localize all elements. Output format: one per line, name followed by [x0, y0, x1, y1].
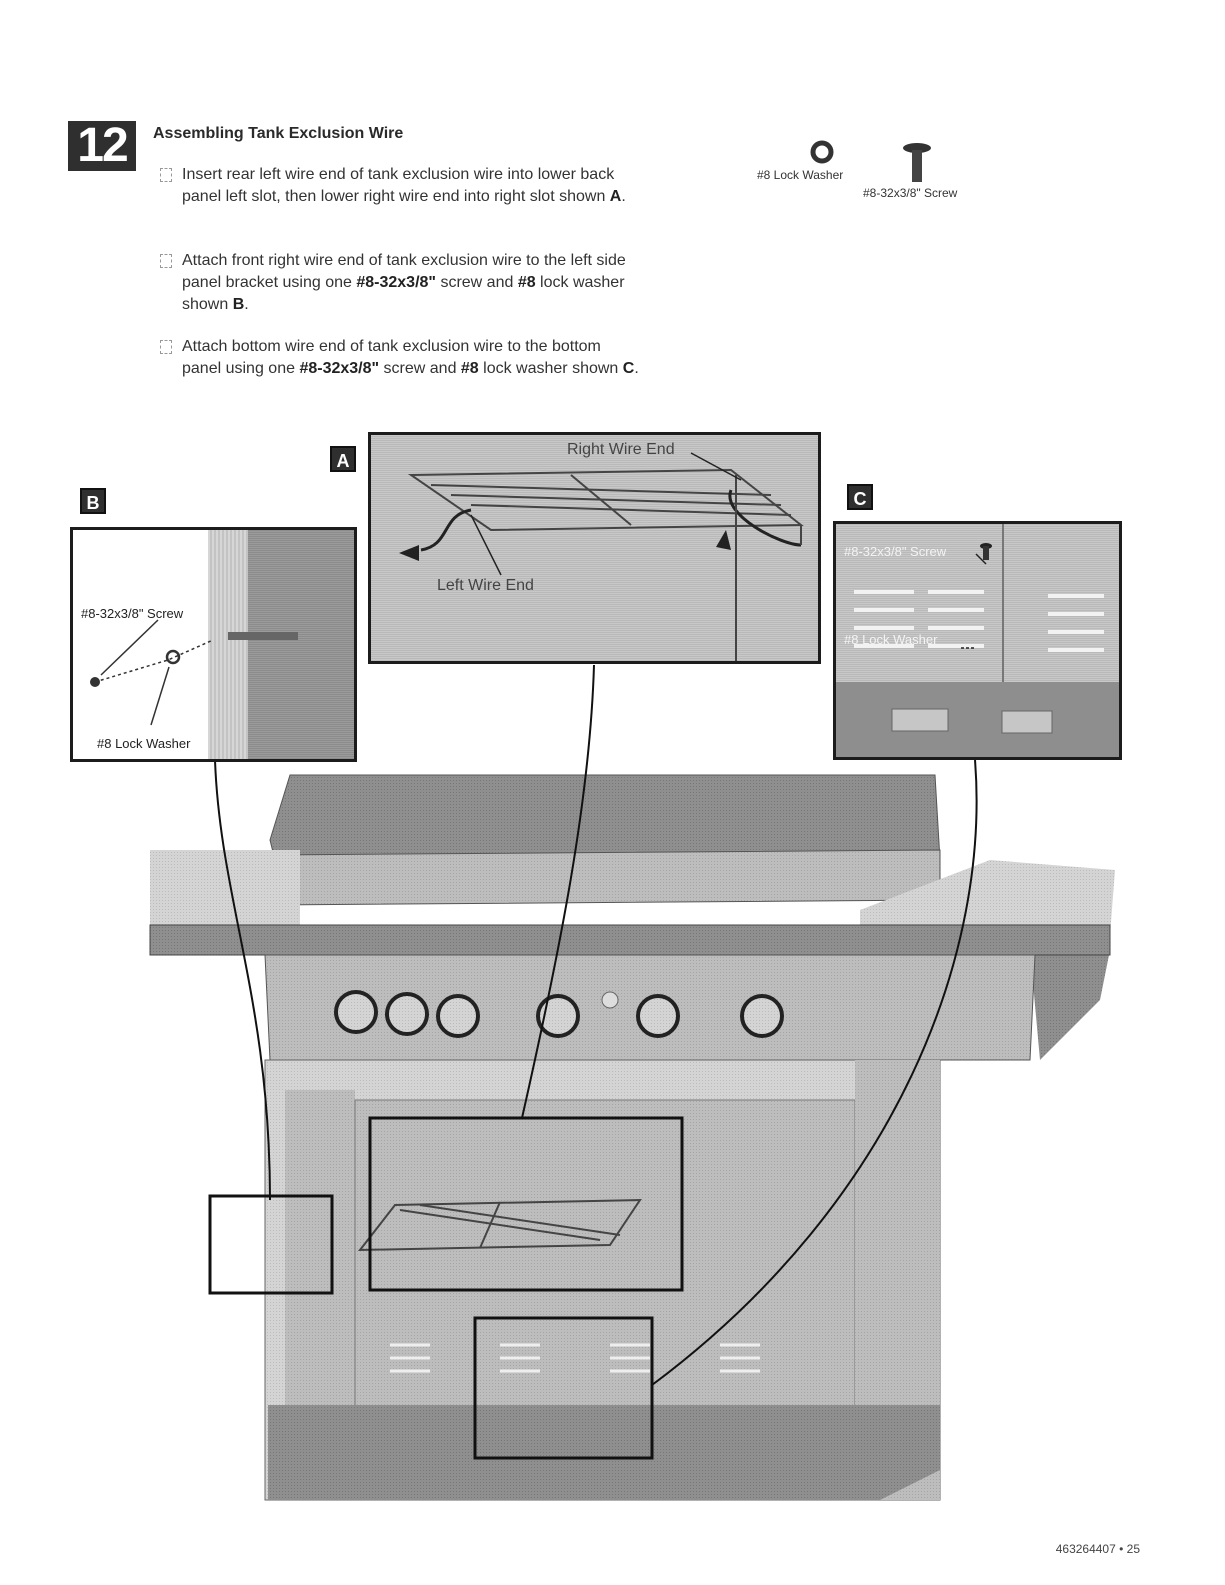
callout-c-panel: #8-32x3/8" Screw #8 Lock Washer: [833, 521, 1122, 760]
screw-washer-detail-b: [90, 619, 298, 726]
lock-washer-label: #8 Lock Washer: [757, 168, 844, 182]
control-knobs: [334, 990, 784, 1038]
instruction-3: Attach bottom wire end of tank exclusion…: [160, 336, 640, 380]
c-screw-label: #8-32x3/8" Screw: [844, 544, 947, 559]
b-washer-label: #8 Lock Washer: [97, 736, 191, 751]
right-wire-end-label: Right Wire End: [567, 441, 675, 458]
tank-wire: [357, 1198, 642, 1252]
checkbox-icon: [160, 254, 172, 268]
wire-detail-a: [399, 452, 804, 661]
callout-b-panel: #8-32x3/8" Screw #8 Lock Washer: [70, 527, 357, 762]
b-screw-label: #8-32x3/8" Screw: [81, 606, 184, 621]
vent-slots: [390, 1343, 760, 1373]
callout-leaders: [214, 664, 978, 1386]
lock-washer-icon: [810, 140, 834, 164]
c-screw-icon: [980, 543, 992, 560]
callout-letter-a: A: [330, 446, 356, 472]
step-number-badge: 12: [68, 121, 136, 171]
checkbox-icon: [160, 168, 172, 182]
c-washer-label: #8 Lock Washer: [844, 632, 938, 647]
screw-icon: [903, 143, 931, 182]
left-wire-end-label: Left Wire End: [437, 577, 534, 594]
screw-washer-detail-c: [836, 524, 1119, 757]
callout-a-panel: Right Wire End Left Wire End: [368, 432, 821, 664]
page-number: 463264407 • 25: [1055, 1542, 1140, 1556]
step-title: Assembling Tank Exclusion Wire: [153, 125, 404, 142]
callout-letter-c: C: [847, 484, 873, 510]
instruction-1: Insert rear left wire end of tank exclus…: [160, 164, 640, 208]
instruction-2: Attach front right wire end of tank excl…: [160, 250, 640, 316]
checkbox-icon: [160, 340, 172, 354]
screw-label: #8-32x3/8" Screw: [863, 186, 958, 200]
hardware-icons: [810, 140, 931, 182]
callout-letter-b: B: [80, 488, 106, 514]
